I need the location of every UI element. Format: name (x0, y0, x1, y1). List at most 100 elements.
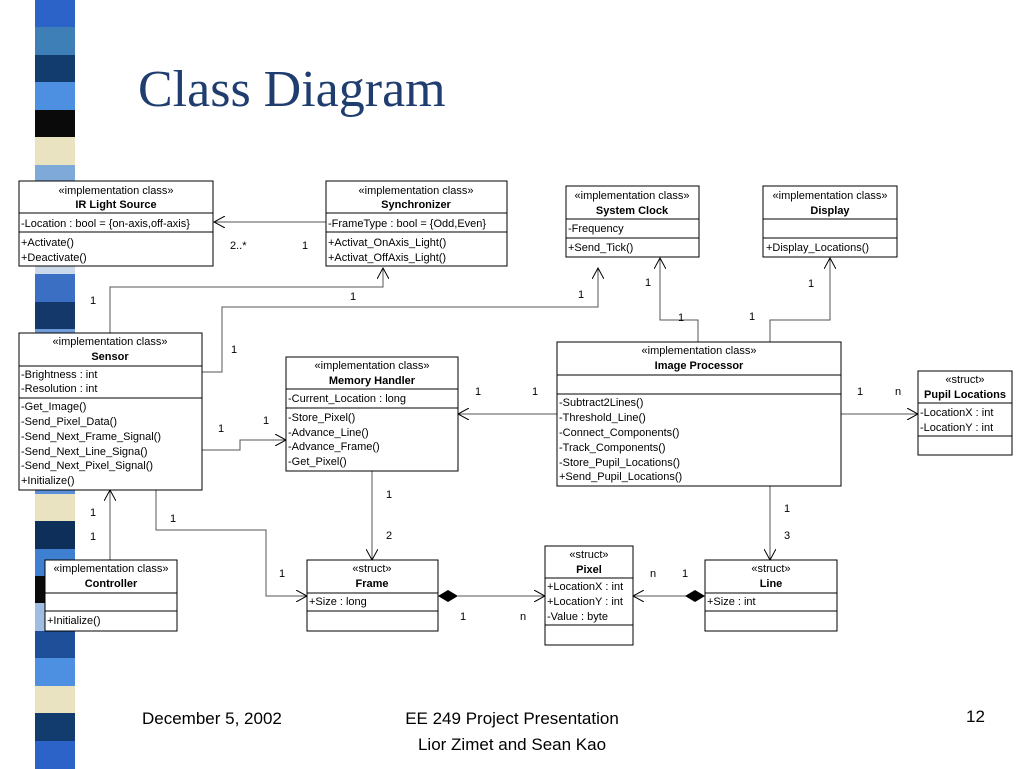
attribute: +LocationX : int (547, 581, 623, 593)
class-name: Display (810, 205, 850, 217)
operation: -Send_Next_Frame_Signal() (21, 431, 161, 443)
multiplicity: 2 (386, 530, 392, 542)
multiplicity: 2..* (230, 240, 247, 252)
stereotype: «struct» (751, 563, 790, 575)
stripe-block (35, 740, 75, 769)
stripe-block (35, 630, 75, 660)
composition-diamond-line (685, 590, 705, 602)
attribute: -LocationY : int (920, 422, 993, 434)
class-sensor[interactable]: «implementation class» Sensor -Brightnes… (18, 332, 203, 491)
multiplicity: 1 (578, 289, 584, 301)
class-name: Line (760, 578, 783, 590)
class-display[interactable]: «implementation class» Display +Display_… (762, 185, 898, 258)
stripe-block (35, 27, 75, 56)
class-line[interactable]: «struct» Line +Size : int (704, 559, 838, 632)
class-name: Memory Handler (329, 375, 416, 387)
class-name: System Clock (596, 205, 669, 217)
operation: +Send_Tick() (568, 242, 633, 254)
multiplicity: 1 (475, 386, 481, 398)
stereotype: «implementation class» (59, 185, 174, 197)
stripe-block (35, 109, 75, 139)
connector-ip-clock (660, 258, 699, 342)
multiplicities: 2..* 1 1 1 1 1 1 1 1 1 1 1 1 n 1 1 1 2 1… (90, 240, 901, 623)
multiplicity: 1 (279, 568, 285, 580)
stereotype: «implementation class» (575, 190, 690, 202)
operation: +Send_Pupil_Locations() (559, 471, 682, 483)
stereotype: «implementation class» (773, 190, 888, 202)
connectors (110, 222, 918, 596)
operation: +Deactivate() (21, 252, 87, 264)
connector-ip-display (769, 258, 830, 342)
operation: +Initialize() (47, 615, 101, 627)
composition-diamond-frame (438, 590, 458, 602)
multiplicity: 1 (808, 278, 814, 290)
multiplicity: 1 (302, 240, 308, 252)
footer-date: December 5, 2002 (142, 709, 282, 728)
stripe-block (35, 301, 75, 331)
stripe-block (35, 82, 75, 111)
attribute: -Resolution : int (21, 383, 97, 395)
class-controller[interactable]: «implementation class» Controller +Initi… (44, 559, 178, 632)
multiplicity: n (895, 386, 901, 398)
class-frame[interactable]: «struct» Frame +Size : long (306, 559, 439, 632)
multiplicity: 1 (90, 507, 96, 519)
multiplicity: 1 (784, 503, 790, 515)
multiplicity: 1 (682, 568, 688, 580)
operation: +Activate() (21, 237, 74, 249)
operation: -Send_Pixel_Data() (21, 416, 117, 428)
class-memory-handler[interactable]: «implementation class» Memory Handler -C… (285, 356, 459, 472)
multiplicity: 1 (678, 312, 684, 324)
multiplicity: 1 (386, 489, 392, 501)
attribute: +Size : int (707, 596, 756, 608)
operation: -Advance_Line() (288, 427, 369, 439)
stereotype: «struct» (352, 563, 391, 575)
class-name: Synchronizer (381, 199, 451, 211)
attribute: -LocationX : int (920, 407, 993, 419)
stripe-block (35, 713, 75, 742)
multiplicity: n (650, 568, 656, 580)
operation: -Subtract2Lines() (559, 397, 643, 409)
stereotype: «implementation class» (359, 185, 474, 197)
multiplicity: 1 (645, 277, 651, 289)
class-system-clock[interactable]: «implementation class» System Clock -Fre… (565, 185, 700, 258)
class-synchronizer[interactable]: «implementation class» Synchronizer -Fra… (325, 180, 508, 267)
operation: -Store_Pupil_Locations() (559, 457, 680, 469)
attribute: +Size : long (309, 596, 367, 608)
stripe-block (35, 54, 75, 84)
page-number: 12 (966, 707, 985, 726)
slide-title: Class Diagram (138, 61, 446, 118)
footer-line-2: Lior Zimet and Sean Kao (417, 735, 607, 754)
attribute: -Location : bool = {on-axis,off-axis} (21, 218, 190, 230)
multiplicity: 1 (460, 611, 466, 623)
operation: -Track_Components() (559, 442, 666, 454)
class-image-processor[interactable]: «implementation class» Image Processor -… (556, 341, 842, 487)
attribute: -Frequency (568, 223, 624, 235)
multiplicity: 1 (532, 386, 538, 398)
class-name: Controller (85, 578, 138, 590)
multiplicity: 3 (784, 530, 790, 542)
class-ir-light-source[interactable]: «implementation class» IR Light Source -… (18, 180, 214, 267)
class-name: Image Processor (655, 360, 744, 372)
stereotype: «struct» (569, 549, 608, 561)
operation: -Advance_Frame() (288, 441, 380, 453)
stereotype: «implementation class» (642, 345, 757, 357)
connector-sensor-sync (109, 268, 383, 333)
class-pixel[interactable]: «struct» Pixel +LocationX : int +Locatio… (544, 545, 634, 646)
class-name: Pupil Locations (924, 389, 1006, 401)
operation: -Send_Next_Line_Signa() (21, 446, 148, 458)
stereotype: «implementation class» (315, 360, 430, 372)
footer-presentation-info: EE 249 Project Presentation Lior Zimet a… (0, 706, 1024, 758)
class-name: IR Light Source (75, 199, 156, 211)
multiplicity: 1 (90, 531, 96, 543)
multiplicity: 1 (857, 386, 863, 398)
attribute: -FrameType : bool = {Odd,Even} (328, 218, 486, 230)
operation: +Initialize() (21, 475, 75, 487)
connector-sensor-mem (202, 440, 286, 451)
multiplicity: n (520, 611, 526, 623)
stripe-block (35, 0, 75, 29)
connector-sensor-frame (155, 490, 307, 596)
stripe-block (35, 137, 75, 166)
class-pupil-locations[interactable]: «struct» Pupil Locations -LocationX : in… (917, 370, 1013, 456)
operation: +Display_Locations() (766, 242, 869, 254)
attribute: +LocationY : int (547, 596, 623, 608)
